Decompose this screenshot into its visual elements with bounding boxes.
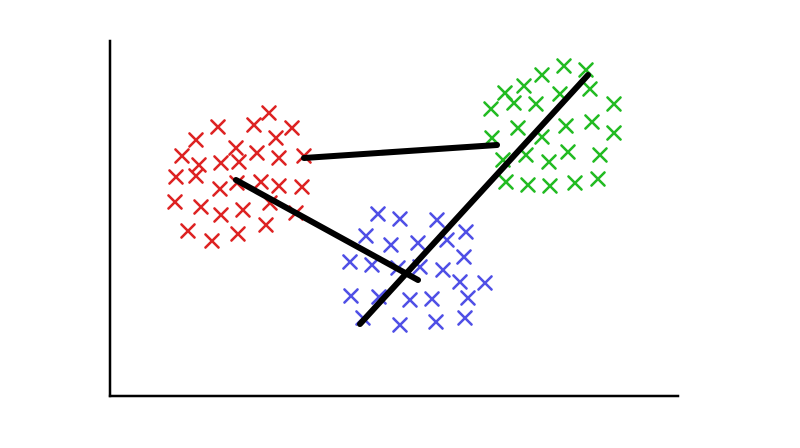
cluster-points [167, 58, 622, 333]
green-x-mark-icon [560, 144, 576, 160]
red-x-mark-icon [204, 233, 220, 249]
blue-x-mark-icon [457, 310, 473, 326]
blue-x-mark-icon [458, 224, 474, 240]
green-x-mark-icon [584, 114, 600, 130]
blue-x-mark-icon [429, 212, 445, 228]
blue-x-mark-icon [460, 290, 476, 306]
red-x-mark-icon [231, 154, 247, 170]
red-x-mark-icon [174, 148, 190, 164]
blue-x-mark-icon [410, 235, 426, 251]
green-x-mark-icon [534, 67, 550, 83]
green-x-mark-icon [516, 78, 532, 94]
green-x-mark-icon [556, 58, 572, 74]
red-x-mark-icon [294, 179, 310, 195]
red-x-mark-icon [261, 105, 277, 121]
blue-x-mark-icon [370, 206, 386, 222]
red-x-mark-icon [193, 199, 209, 215]
green-x-mark-icon [590, 171, 606, 187]
red-x-mark-icon [253, 174, 269, 190]
red-x-mark-icon [188, 132, 204, 148]
green-x-mark-icon [606, 125, 622, 141]
blue-x-mark-icon [477, 275, 493, 291]
red-x-mark-icon [230, 226, 246, 242]
blue-x-mark-icon [383, 237, 399, 253]
green-x-mark-icon [542, 178, 558, 194]
red-x-mark-icon [271, 150, 287, 166]
blue-x-mark-icon [364, 257, 380, 273]
green-x-mark-icon [567, 175, 583, 191]
red-x-mark-icon [235, 202, 251, 218]
cluster-blue [342, 206, 493, 333]
cluster-connectors [233, 72, 591, 327]
red-x-mark-icon [213, 207, 229, 223]
green-x-mark-icon [520, 177, 536, 193]
blue-x-mark-icon [342, 254, 358, 270]
cluster-red [167, 105, 312, 249]
red-x-mark-icon [258, 217, 274, 233]
red-x-mark-icon [271, 178, 287, 194]
red-x-mark-icon [188, 168, 204, 184]
cluster-green [483, 58, 622, 194]
connector-red-to-green [301, 142, 500, 161]
red-x-mark-icon [212, 181, 228, 197]
blue-x-mark-icon [402, 292, 418, 308]
red-x-mark-icon [249, 145, 265, 161]
red-x-mark-icon [210, 119, 226, 135]
blue-x-mark-icon [392, 317, 408, 333]
red-x-mark-icon [284, 120, 300, 136]
green-x-mark-icon [592, 147, 608, 163]
red-x-mark-icon [167, 194, 183, 210]
red-x-mark-icon [228, 140, 244, 156]
green-x-mark-icon [606, 96, 622, 112]
red-x-mark-icon [180, 223, 196, 239]
connector-red-to-blue [233, 177, 421, 283]
axes [108, 39, 680, 398]
blue-x-mark-icon [428, 314, 444, 330]
green-x-mark-icon [541, 154, 557, 170]
green-x-mark-icon [506, 95, 522, 111]
blue-x-mark-icon [452, 274, 468, 290]
red-x-mark-icon [213, 155, 229, 171]
green-x-mark-icon [510, 120, 526, 136]
blue-x-mark-icon [343, 288, 359, 304]
green-x-mark-icon [582, 81, 598, 97]
red-x-mark-icon [268, 130, 284, 146]
blue-x-mark-icon [392, 211, 408, 227]
green-x-mark-icon [483, 101, 499, 117]
blue-x-mark-icon [424, 291, 440, 307]
red-x-mark-icon [168, 169, 184, 185]
green-x-mark-icon [558, 118, 574, 134]
connector-blue-to-green [357, 72, 591, 327]
green-x-mark-icon [528, 96, 544, 112]
blue-x-mark-icon [435, 262, 451, 278]
blue-x-mark-icon [456, 249, 472, 265]
green-x-mark-icon [498, 174, 514, 190]
red-x-mark-icon [246, 117, 262, 133]
blue-x-mark-icon [358, 228, 374, 244]
